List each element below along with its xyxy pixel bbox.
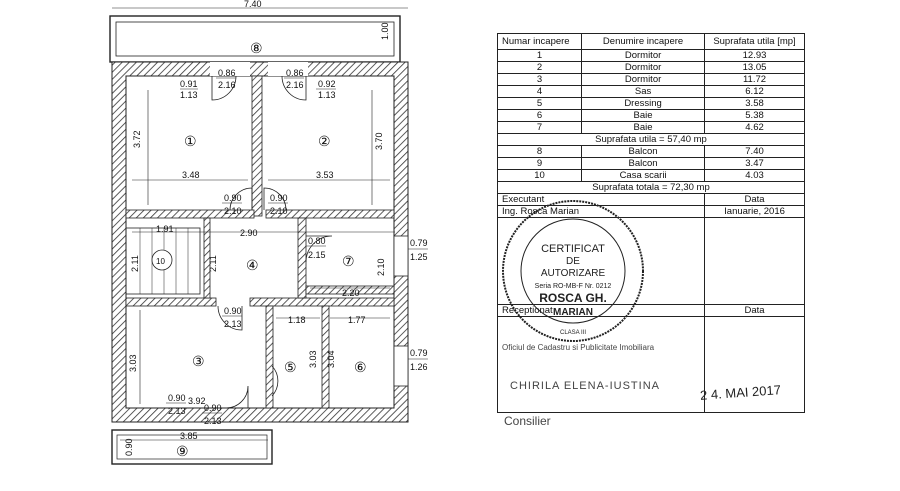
dim-room-5-height: 3.03 [308,350,318,368]
header-room-number: Numar incapere [496,33,583,50]
dim-window-r2b: 1.26 [410,362,428,372]
room-10-label: 10 [156,257,165,266]
room-7-label: ⑦ [342,253,355,269]
dim-room-7-height: 2.10 [376,258,386,276]
room-6-label: ⑥ [354,359,367,375]
dim-door-7b: 2.15 [308,250,326,260]
dim-door-c1a: 0.90 [224,193,242,203]
floor-plan: 7.40 1.00 ⑧ 0.91 1.13 0.86 2.16 3.72 3.4… [109,0,428,465]
room-area-table: Numar incapere Denumire incapere Suprafa… [496,33,805,413]
dim-door-9b: 2.13 [204,416,222,426]
dim-door-3b: 2.13 [224,319,242,329]
dim-door-1b: 2.16 [218,80,236,90]
stamp-line-4: Seria RO-MB-F Nr. 0212 [535,283,612,290]
dim-room-5-width: 1.18 [288,315,306,325]
stamp-line-6: MARIAN [553,307,593,318]
header-room-name: Denumire incapere [581,33,706,50]
dim-room-1-height: 3.72 [132,130,142,148]
dim-door-c1b: 2.10 [224,206,242,216]
dim-room-7-width: 2.20 [342,288,360,298]
dim-room-1-width: 3.48 [182,170,200,180]
dim-window-r1a: 0.79 [410,238,428,248]
receptionat-date-cell [704,316,805,413]
receptionat-cell [496,316,706,413]
stamp-line-1: CERTIFICAT [541,243,605,255]
room-1-label: ① [184,133,197,149]
dim-hall-width: 2.90 [240,228,258,238]
dim-window-1-height: 1.13 [180,90,198,100]
dim-hall-height: 2.11 [208,255,218,272]
receptionat-date-label: Data [704,304,805,317]
dim-door-7a: 0.80 [308,236,326,246]
dim-window-3a: 0.90 [168,393,186,403]
executant-signature-date-cell [704,217,805,305]
dim-window-r1b: 1.25 [410,252,428,262]
dim-door-c2a: 0.90 [270,193,288,203]
dim-door-9a: 0.90 [204,403,222,413]
stamp-class: CLASA III [560,330,586,336]
dim-window-r2a: 0.79 [410,348,428,358]
grand-area-total: Suprafata totala = 72,30 mp [497,181,805,194]
signer-name: CHIRILA ELENA-IUSTINA [510,380,660,392]
dim-room-2-height: 3.70 [374,132,384,150]
executant-date: Ianuarie, 2016 [704,205,805,218]
dim-stair-width: 1.91 [156,224,174,234]
stamp-line-5: ROSCA GH. [539,291,607,305]
dim-stair-height: 2.11 [130,255,140,272]
room-8-label: ⑧ [250,40,263,56]
dim-door-1a: 0.86 [218,68,236,78]
dim-balcony-depth: 1.00 [380,22,390,40]
dim-balcony-9-height: 0.90 [124,438,134,456]
balcony-bottom [111,429,273,465]
room-5-label: ⑤ [284,359,297,375]
dim-door-3a: 0.90 [224,306,242,316]
room-9-label: ⑨ [176,443,189,459]
dim-room-6-height: 3.04 [326,350,336,368]
dim-door-2a: 0.86 [286,68,304,78]
useful-area-total: Suprafata utila = 57,40 mp [497,133,805,146]
dim-room-6-width: 1.77 [348,315,366,325]
dim-window-1-width: 0.91 [180,79,198,89]
stamp-line-2: DE [566,256,580,267]
dim-room-3-width: 3.92 [188,396,206,406]
dim-room-3-height: 3.03 [128,354,138,372]
executant-date-label: Data [704,193,805,206]
dim-balcony-9-width: 3.85 [180,431,198,441]
signer-role: Consilier [504,414,551,428]
header-useful-area: Suprafata utila [mp] [704,33,805,50]
staircase [125,227,201,295]
dim-overall-width: 7.40 [244,0,262,9]
office-name: Oficiul de Cadastru si Publicitate Imobi… [502,343,655,352]
dim-door-c2b: 2.10 [270,206,288,216]
dim-room-2-width: 3.53 [316,170,334,180]
dim-window-3b: 2.13 [168,406,186,416]
dim-window-2-height: 1.13 [318,90,336,100]
room-4-label: ④ [246,257,259,273]
room-2-label: ② [318,133,331,149]
dim-door-2b: 2.16 [286,80,304,90]
executant-signature-cell [496,217,706,305]
dim-window-2-width: 0.92 [318,79,336,89]
authorization-stamp: CERTIFICAT DE AUTORIZARE Seria RO-MB-F N… [502,200,644,342]
stamp-line-3: AUTORIZARE [541,268,606,279]
room-3-label: ③ [192,353,205,369]
